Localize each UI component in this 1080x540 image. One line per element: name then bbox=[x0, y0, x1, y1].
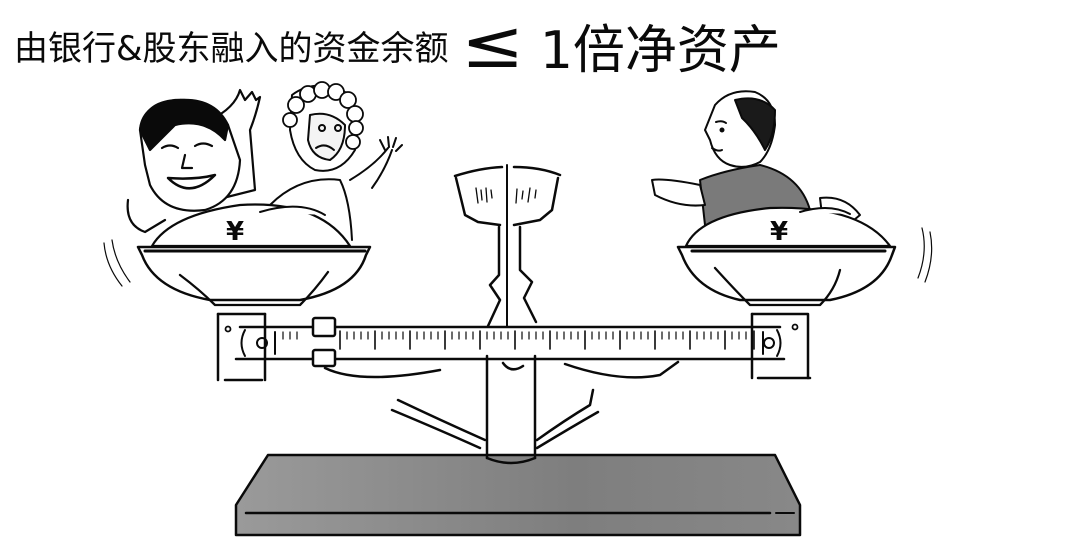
scale-beam bbox=[234, 316, 786, 379]
scale-indicator bbox=[453, 164, 562, 328]
right-bowl bbox=[676, 245, 897, 302]
right-money-dome bbox=[684, 206, 892, 248]
left-pan: ¥ bbox=[103, 81, 403, 307]
left-yen-symbol: ¥ bbox=[226, 217, 244, 247]
caption-left-text: 由银行&股东融入的资金余额 bbox=[14, 28, 449, 69]
left-bowl bbox=[136, 245, 372, 302]
beam-slider-top bbox=[311, 316, 337, 338]
right-yen-symbol: ¥ bbox=[770, 217, 788, 247]
bald-man-figure bbox=[651, 90, 861, 226]
left-money-dome bbox=[150, 203, 352, 248]
scale-base bbox=[234, 453, 802, 537]
smiling-man-figure bbox=[126, 88, 262, 234]
right-pan: ¥ bbox=[651, 90, 933, 307]
scale-post bbox=[390, 354, 600, 465]
caption-right-text: 1倍净资产 bbox=[539, 20, 781, 81]
caption: 由银行&股东融入的资金余额 ≤ 1倍净资产 bbox=[14, 6, 781, 83]
left-bracket bbox=[216, 312, 267, 382]
less-or-equal-operator: ≤ bbox=[460, 6, 524, 83]
right-bracket bbox=[750, 312, 812, 380]
beam-slider-bottom bbox=[311, 348, 337, 368]
